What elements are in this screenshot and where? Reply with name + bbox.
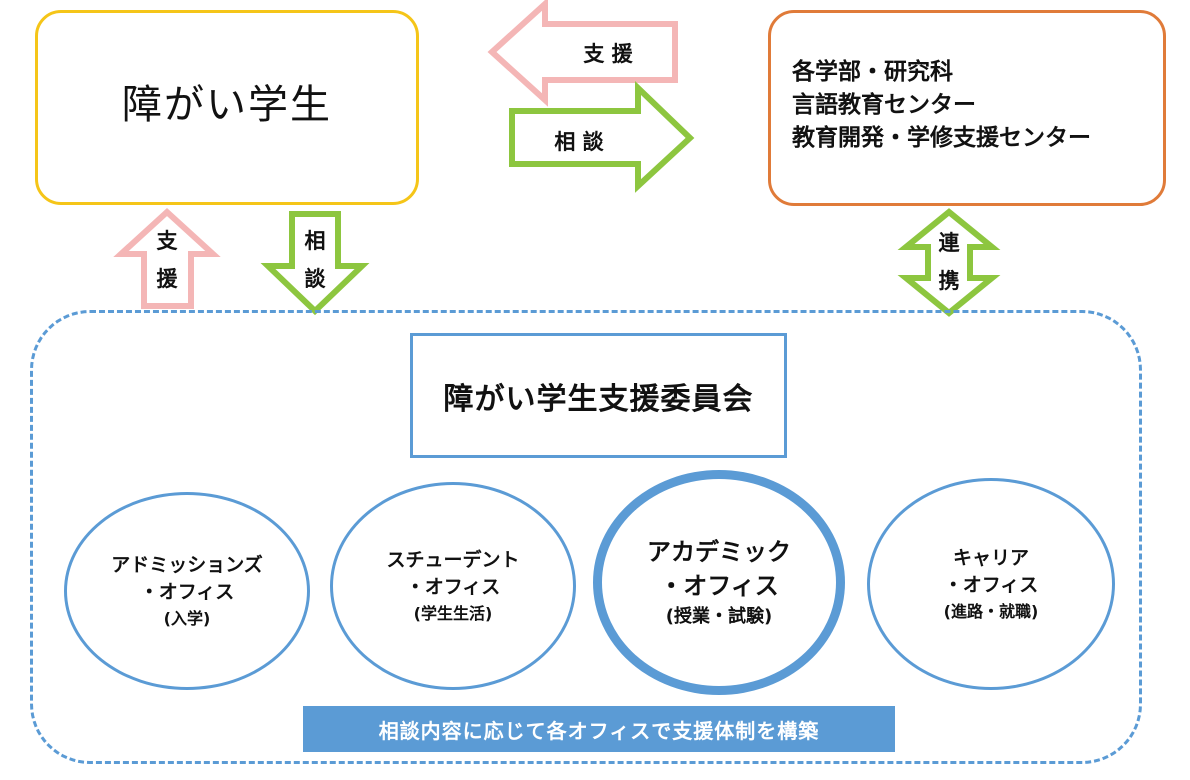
- committee-area: [30, 310, 1142, 764]
- committee-title: 障がい学生支援委員会: [410, 333, 787, 458]
- office-suffix: ・オフィス: [943, 573, 1039, 596]
- office-name: スチューデント: [386, 548, 520, 571]
- faculty-line: 教育開発・学修支援センター: [792, 125, 1091, 151]
- support-system-banner: 相談内容に応じて各オフィスで支援体制を構築: [303, 706, 895, 752]
- support-arrow-up: [113, 207, 221, 309]
- faculty-line: 言語教育センター: [792, 92, 976, 118]
- office-name: アドミッションズ: [111, 553, 263, 576]
- cooperation-arrow-double: [897, 208, 1001, 317]
- consult-top-label: 相 談: [554, 130, 604, 154]
- office-admissions: アドミッションズ ・オフィス (入学): [64, 492, 310, 690]
- support-arrow-left-pointing: [487, 0, 678, 107]
- faculty-box: [768, 10, 1166, 206]
- office-scope: (学生生活): [413, 603, 493, 623]
- office-scope: (授業・試験): [665, 605, 773, 627]
- office-academic: アカデミック ・オフィス (授業・試験): [593, 470, 845, 695]
- office-scope: (進路・就職): [943, 601, 1039, 621]
- cooperation-label: 連 携: [938, 231, 960, 293]
- support-top-label: 支 援: [583, 42, 633, 66]
- faculty-line: 各学部・研究科: [792, 59, 953, 85]
- student-box: [35, 10, 419, 205]
- office-career: キャリア ・オフィス (進路・就職): [867, 478, 1115, 690]
- consult-arrow-down: [260, 211, 370, 316]
- office-scope: (入学): [163, 608, 211, 628]
- support-left-label: 支 援: [156, 229, 178, 291]
- office-suffix: ・オフィス: [139, 580, 235, 603]
- office-student: スチューデント ・オフィス (学生生活): [330, 482, 576, 690]
- student-title: 障がい学生: [122, 81, 332, 128]
- office-name: キャリア: [952, 546, 1029, 569]
- consult-arrow-right-pointing: [509, 80, 695, 193]
- office-suffix: ・オフィス: [405, 575, 501, 598]
- office-name: アカデミック: [647, 537, 791, 566]
- faculty-list: 各学部・研究科 言語教育センター 教育開発・学修支援センター: [792, 56, 1162, 155]
- consult-left-label: 相 談: [304, 229, 326, 291]
- office-suffix: ・オフィス: [659, 571, 779, 600]
